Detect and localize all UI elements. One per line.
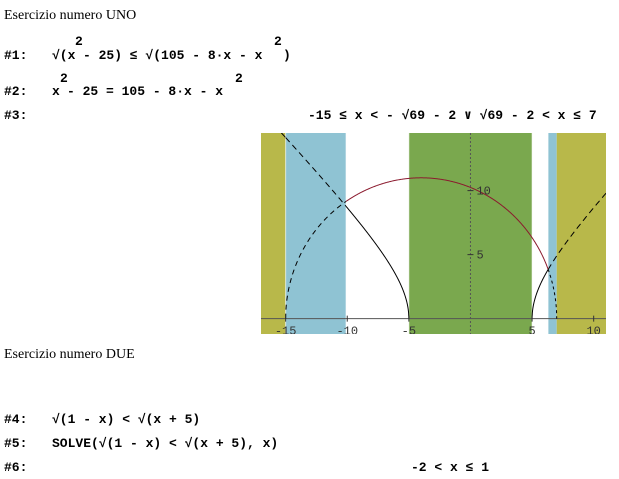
curve-sqrt-105 bbox=[285, 201, 347, 319]
row-expression: SOLVE(√(1 - x) < √(x + 5), x) bbox=[52, 436, 279, 451]
shaded-band bbox=[261, 133, 286, 334]
heading-due: Esercizio numero DUE bbox=[4, 347, 135, 362]
shaded-band bbox=[556, 133, 606, 334]
x-tick-label: 5 bbox=[528, 325, 535, 334]
expression-part: - 25) ≤ √(105 - 8·x - x bbox=[83, 48, 263, 63]
exponent: 2 bbox=[235, 71, 243, 86]
expression-part: √(x bbox=[52, 48, 76, 63]
x-tick-label: -15 bbox=[275, 325, 297, 334]
row-label: #1: bbox=[4, 48, 28, 63]
x-tick-label: -10 bbox=[336, 325, 358, 334]
row-result: -2 < x ≤ 1 bbox=[411, 460, 490, 475]
row-expression: √(1 - x) < √(x + 5) bbox=[52, 412, 201, 427]
curve-sqrt-x2-minus-25 bbox=[345, 205, 410, 319]
y-tick-label: 10 bbox=[476, 185, 490, 199]
expression-part: - 25 = 105 - 8·x - x bbox=[67, 84, 224, 99]
y-tick-label: 5 bbox=[476, 249, 483, 263]
curve-sqrt-x2-minus-25 bbox=[285, 137, 347, 207]
row-label: #4: bbox=[4, 412, 28, 427]
curve-sqrt-105 bbox=[345, 177, 549, 270]
row-label: #5: bbox=[4, 436, 28, 451]
heading-uno: Esercizio numero UNO bbox=[4, 8, 137, 23]
curve-sqrt-105 bbox=[547, 269, 558, 319]
curve-sqrt-x2-minus-25 bbox=[531, 269, 549, 319]
x-tick-label: 10 bbox=[586, 325, 600, 334]
row-result: -15 ≤ x < - √69 - 2 ∨ √69 - 2 < x ≤ 7 bbox=[308, 108, 597, 123]
exponent: 2 bbox=[75, 34, 83, 49]
expression-part: ) bbox=[283, 48, 291, 63]
curve-sqrt-x2-minus-25 bbox=[547, 192, 606, 270]
row-label: #6: bbox=[4, 460, 28, 475]
curve-sqrt-x2-minus-25 bbox=[280, 133, 287, 138]
expression-part: x bbox=[52, 84, 60, 99]
row-label: #3: bbox=[4, 108, 28, 123]
plot-window[interactable]: -15 -10 -5 5 10 5 10 bbox=[261, 133, 606, 334]
x-tick-label: -5 bbox=[402, 325, 416, 334]
shaded-band bbox=[548, 133, 557, 334]
shaded-band bbox=[285, 133, 347, 334]
row-label: #2: bbox=[4, 84, 28, 99]
exponent: 2 bbox=[60, 71, 68, 86]
exponent: 2 bbox=[274, 34, 282, 49]
